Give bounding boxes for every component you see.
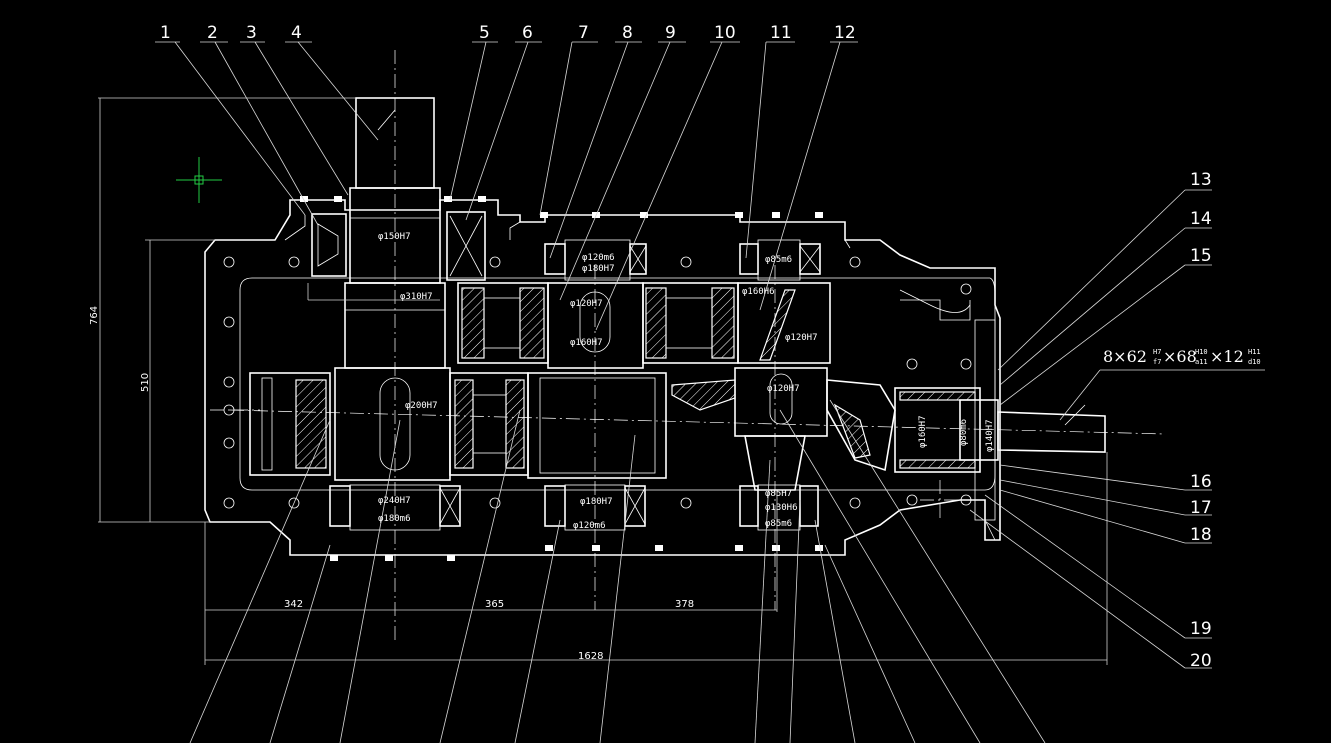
part-label-19: 19: [1190, 619, 1212, 639]
fit-label: φ310H7: [400, 292, 433, 302]
part-label-14: 14: [1190, 209, 1212, 229]
leader-lines: [155, 41, 1265, 743]
fit-label: φ180H7: [582, 264, 615, 274]
dimension-764: 764: [89, 306, 100, 325]
dimension-365: 365: [485, 599, 504, 610]
fit-label: φ150H7: [378, 232, 411, 242]
spline-spec-fit: H7: [1153, 348, 1161, 356]
fit-label: φ140H7: [985, 419, 995, 452]
fit-label: φ85H7: [765, 489, 792, 499]
fit-label: φ120m6: [582, 253, 615, 263]
intermediate-gears: [457, 282, 831, 369]
fit-label: φ120m6: [573, 521, 606, 531]
bolt-holes: [223, 196, 972, 561]
fit-label: φ85m6: [765, 519, 792, 529]
center-lines: [210, 50, 1166, 640]
fit-label: φ80m6: [959, 419, 969, 446]
fit-label: φ180m6: [378, 514, 411, 524]
part-label-10: 10: [714, 23, 736, 43]
part-label-4: 4: [291, 23, 302, 43]
fit-label: φ160H7: [918, 415, 928, 448]
fit-label: φ120H7: [785, 333, 818, 343]
bevel-gear-set: [671, 367, 1106, 491]
fit-label: φ85m6: [765, 255, 792, 265]
part-label-8: 8: [622, 23, 633, 43]
part-label-16: 16: [1190, 472, 1212, 492]
housing: [204, 199, 1001, 556]
spline-spec-mid2: ×12: [1210, 347, 1244, 366]
spline-spec-fit: H11: [1248, 348, 1261, 356]
spline-spec-fit: d10: [1248, 358, 1261, 366]
part-label-5: 5: [479, 23, 490, 43]
part-number-labels: 1 2 3 4 5 6 7 8 9 10 11 12 13 14 15 16 1…: [160, 23, 1212, 671]
dimension-510: 510: [140, 373, 151, 392]
part-label-3: 3: [246, 23, 257, 43]
spline-spec-fit: f7: [1153, 358, 1161, 366]
spline-spec-prefix: 8×62: [1103, 347, 1147, 366]
fit-label: φ120H7: [570, 299, 603, 309]
dimension-342: 342: [284, 599, 303, 610]
fit-label: φ130H6: [765, 503, 798, 513]
crosshair-cursor-icon: [176, 157, 222, 203]
part-label-12: 12: [834, 23, 856, 43]
spline-spec-fit: a11: [1195, 358, 1208, 366]
part-label-7: 7: [578, 23, 589, 43]
fit-label: φ200H7: [405, 401, 438, 411]
part-label-1: 1: [160, 23, 171, 43]
part-label-11: 11: [770, 23, 792, 43]
part-label-20: 20: [1190, 651, 1212, 671]
fit-annotations: φ150H7 φ310H7 φ120m6 φ180H7 φ85m6 φ120H7…: [378, 232, 995, 531]
fit-label: φ160H6: [742, 287, 775, 297]
fit-label: φ240H7: [378, 496, 411, 506]
part-label-9: 9: [665, 23, 676, 43]
low-speed-shaft: [249, 367, 667, 481]
spline-spec-mid: ×68: [1163, 347, 1197, 366]
dimension-values: 342 365 378 1628 764 510: [89, 306, 694, 662]
lower-bearings: [329, 484, 819, 531]
fit-label: φ180H7: [580, 497, 613, 507]
dimension-1628: 1628: [578, 651, 603, 662]
fit-label: φ120H7: [767, 384, 800, 394]
part-label-15: 15: [1190, 246, 1212, 266]
fit-label: φ160H7: [570, 338, 603, 348]
part-label-17: 17: [1190, 498, 1212, 518]
part-label-13: 13: [1190, 170, 1212, 190]
spline-specification: 8×62 H7 f7 ×68 H10 a11 ×12 H11 d10: [1103, 347, 1261, 366]
part-label-6: 6: [522, 23, 533, 43]
part-label-2: 2: [207, 23, 218, 43]
dimension-378: 378: [675, 599, 694, 610]
part-label-18: 18: [1190, 525, 1212, 545]
spline-spec-fit: H10: [1195, 348, 1208, 356]
